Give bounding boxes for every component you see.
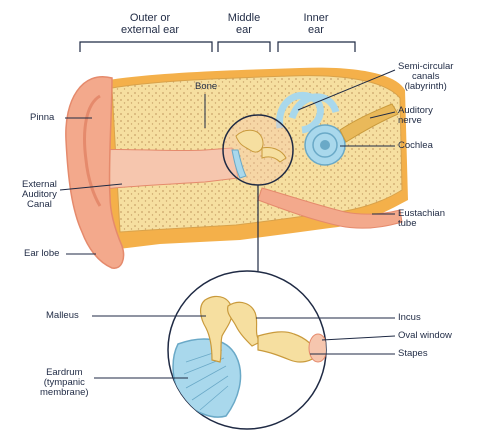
label-cochlea: Cochlea [398,141,433,151]
label-oval-window: Oval window [398,331,452,341]
section-brackets [80,42,355,52]
label-external-canal: External Auditory Canal [22,180,57,210]
label-semicircular-canals: Semi-circular canals (labyrinth) [398,62,453,92]
oval-window-shape [309,334,327,362]
label-eustachian-tube: Eustachian tube [398,209,445,229]
label-stapes: Stapes [398,349,428,359]
label-pinna: Pinna [30,113,54,123]
label-malleus: Malleus [46,311,79,321]
header-inner-ear: Inner ear [284,12,348,36]
header-outer-ear: Outer or external ear [100,12,200,36]
cochlea-shape [305,125,345,165]
header-middle-ear: Middle ear [214,12,274,36]
label-auditory-nerve: Auditory nerve [398,106,433,126]
label-bone: Bone [195,82,217,92]
label-ear-lobe: Ear lobe [24,249,59,259]
label-eardrum: Eardrum (tympanic membrane) [40,368,89,398]
label-incus: Incus [398,313,421,323]
